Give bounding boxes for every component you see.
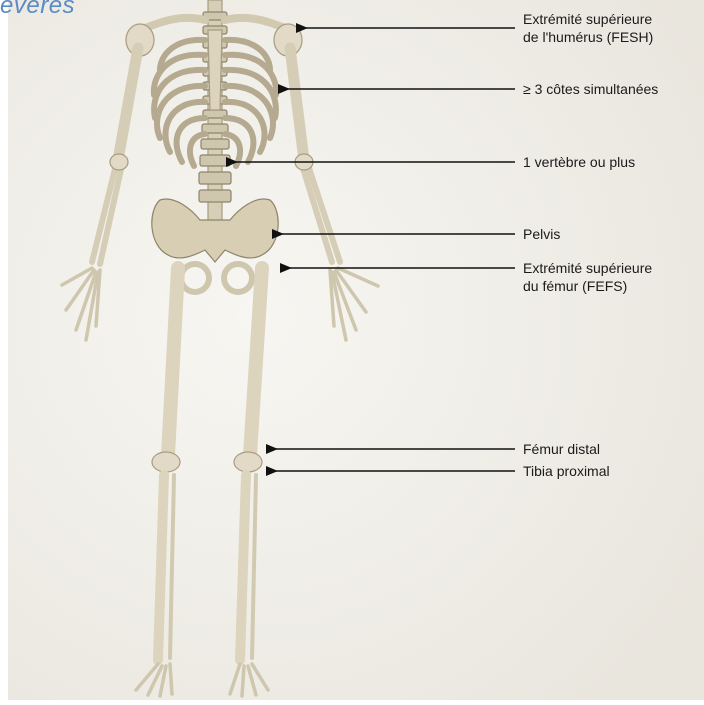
label-tibia: Tibia proximal bbox=[523, 462, 610, 480]
label-ribs: ≥ 3 côtes simultanées bbox=[523, 80, 658, 98]
label-femur-distal: Fémur distal bbox=[523, 440, 600, 458]
label-pelvis-line-1: Pelvis bbox=[523, 225, 560, 243]
label-humerus-line-2: de l'humérus (FESH) bbox=[523, 28, 653, 46]
label-humerus: Extrémité supérieure de l'humérus (FESH) bbox=[523, 10, 653, 46]
label-femur-distal-line-1: Fémur distal bbox=[523, 440, 600, 458]
label-vertebra-line-1: 1 vertèbre ou plus bbox=[523, 153, 635, 171]
label-ribs-line-1: ≥ 3 côtes simultanées bbox=[523, 80, 658, 98]
label-femur-proximal-line-2: du fémur (FEFS) bbox=[523, 277, 652, 295]
label-tibia-line-1: Tibia proximal bbox=[523, 462, 610, 480]
label-femur-proximal: Extrémité supérieure du fémur (FEFS) bbox=[523, 259, 652, 295]
label-vertebra: 1 vertèbre ou plus bbox=[523, 153, 635, 171]
diagram-background bbox=[8, 0, 704, 700]
page-heading-fragment: évères bbox=[0, 0, 75, 20]
sternum bbox=[208, 30, 222, 110]
label-humerus-line-1: Extrémité supérieure bbox=[523, 10, 653, 28]
label-femur-proximal-line-1: Extrémité supérieure bbox=[523, 259, 652, 277]
label-pelvis: Pelvis bbox=[523, 225, 560, 243]
